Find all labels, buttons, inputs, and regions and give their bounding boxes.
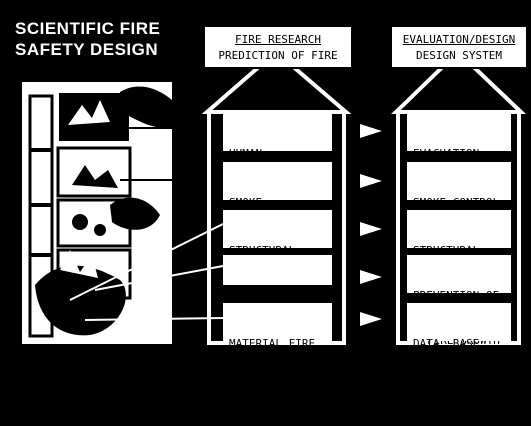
research-item-structural-behavior: STRUCTURAL BEHAVIOR	[223, 210, 332, 302]
research-item-line-1: STRUCTURAL	[229, 244, 296, 257]
arrow-2	[360, 174, 382, 188]
research-item-line-1: FIRE GROWTH	[229, 289, 309, 302]
research-item-line-2: BEHAVIOR	[263, 289, 316, 302]
research-item-human-behavior: HUMAN BEHAVIOR	[223, 113, 332, 205]
design-item-structural-fire-safety: STRUCTURAL FIRE SAFETY	[407, 210, 511, 302]
design-item-line-1: EVACUATION	[413, 147, 480, 160]
diagram-title: SCIENTIFIC FIRE SAFETY DESIGN	[15, 18, 195, 60]
design-column-frame	[396, 110, 521, 345]
design-item-evacuation: EVACUATION	[407, 113, 511, 160]
design-item-line-1: PREVENTION OF	[413, 289, 500, 302]
flow-arrows	[360, 124, 382, 326]
research-item-line-1: HUMAN	[229, 147, 263, 160]
diagram-graphics	[22, 49, 526, 344]
design-item-line-1: STRUCTURAL	[413, 244, 480, 257]
research-header: FIRE RESEARCH PREDICTION OF FIRE	[203, 25, 353, 69]
diagram-canvas: SCIENTIFIC FIRE SAFETY DESIGN	[15, 18, 528, 395]
design-header-line-1: EVALUATION/DESIGN	[402, 33, 516, 46]
arrow-4	[360, 270, 382, 284]
design-item-data-base: DATA BASE	[407, 303, 511, 350]
title-line-1: SCIENTIFIC FIRE	[15, 19, 161, 38]
smoke-figure	[72, 165, 118, 188]
design-item-line-1: DATA BASE	[413, 337, 480, 350]
research-header-line-1: FIRE RESEARCH	[234, 33, 322, 46]
research-item-material-fire-properties: MATERIAL FIRE PROPERTIES	[223, 303, 332, 395]
research-item-line-1: SMOKE	[229, 196, 263, 209]
research-item-line-2: PROPERTIES	[253, 382, 320, 395]
arrow-3	[360, 222, 382, 236]
arrow-5	[360, 312, 382, 326]
smoke-plume-top	[120, 86, 172, 129]
arrow-1	[360, 124, 382, 138]
research-column-frame	[207, 110, 346, 345]
title-line-2: SAFETY DESIGN	[15, 40, 159, 59]
design-item-prevention-of-fire-growth: PREVENTION OF FIRE GROWTH	[407, 255, 511, 347]
fire-element	[72, 214, 88, 230]
research-item-smoke-movement: SMOKE MOVEMENT	[223, 162, 332, 254]
building-floor-4	[56, 146, 132, 198]
design-item-line-1: SMOKE CONTROL	[413, 196, 500, 209]
evacuating-people	[68, 100, 110, 125]
design-header-line-2: DESIGN SYSTEM	[415, 49, 503, 62]
smoke-plume-mid	[110, 197, 160, 230]
design-header: EVALUATION/DESIGN DESIGN SYSTEM	[390, 25, 528, 69]
design-item-smoke-control: SMOKE CONTROL	[407, 162, 511, 209]
research-item-line-1: MATERIAL FIRE	[229, 337, 316, 350]
building-illustration	[22, 82, 224, 344]
research-item-fire-growth: FIRE GROWTH	[223, 255, 332, 302]
research-header-line-2: PREDICTION OF FIRE	[218, 49, 338, 62]
